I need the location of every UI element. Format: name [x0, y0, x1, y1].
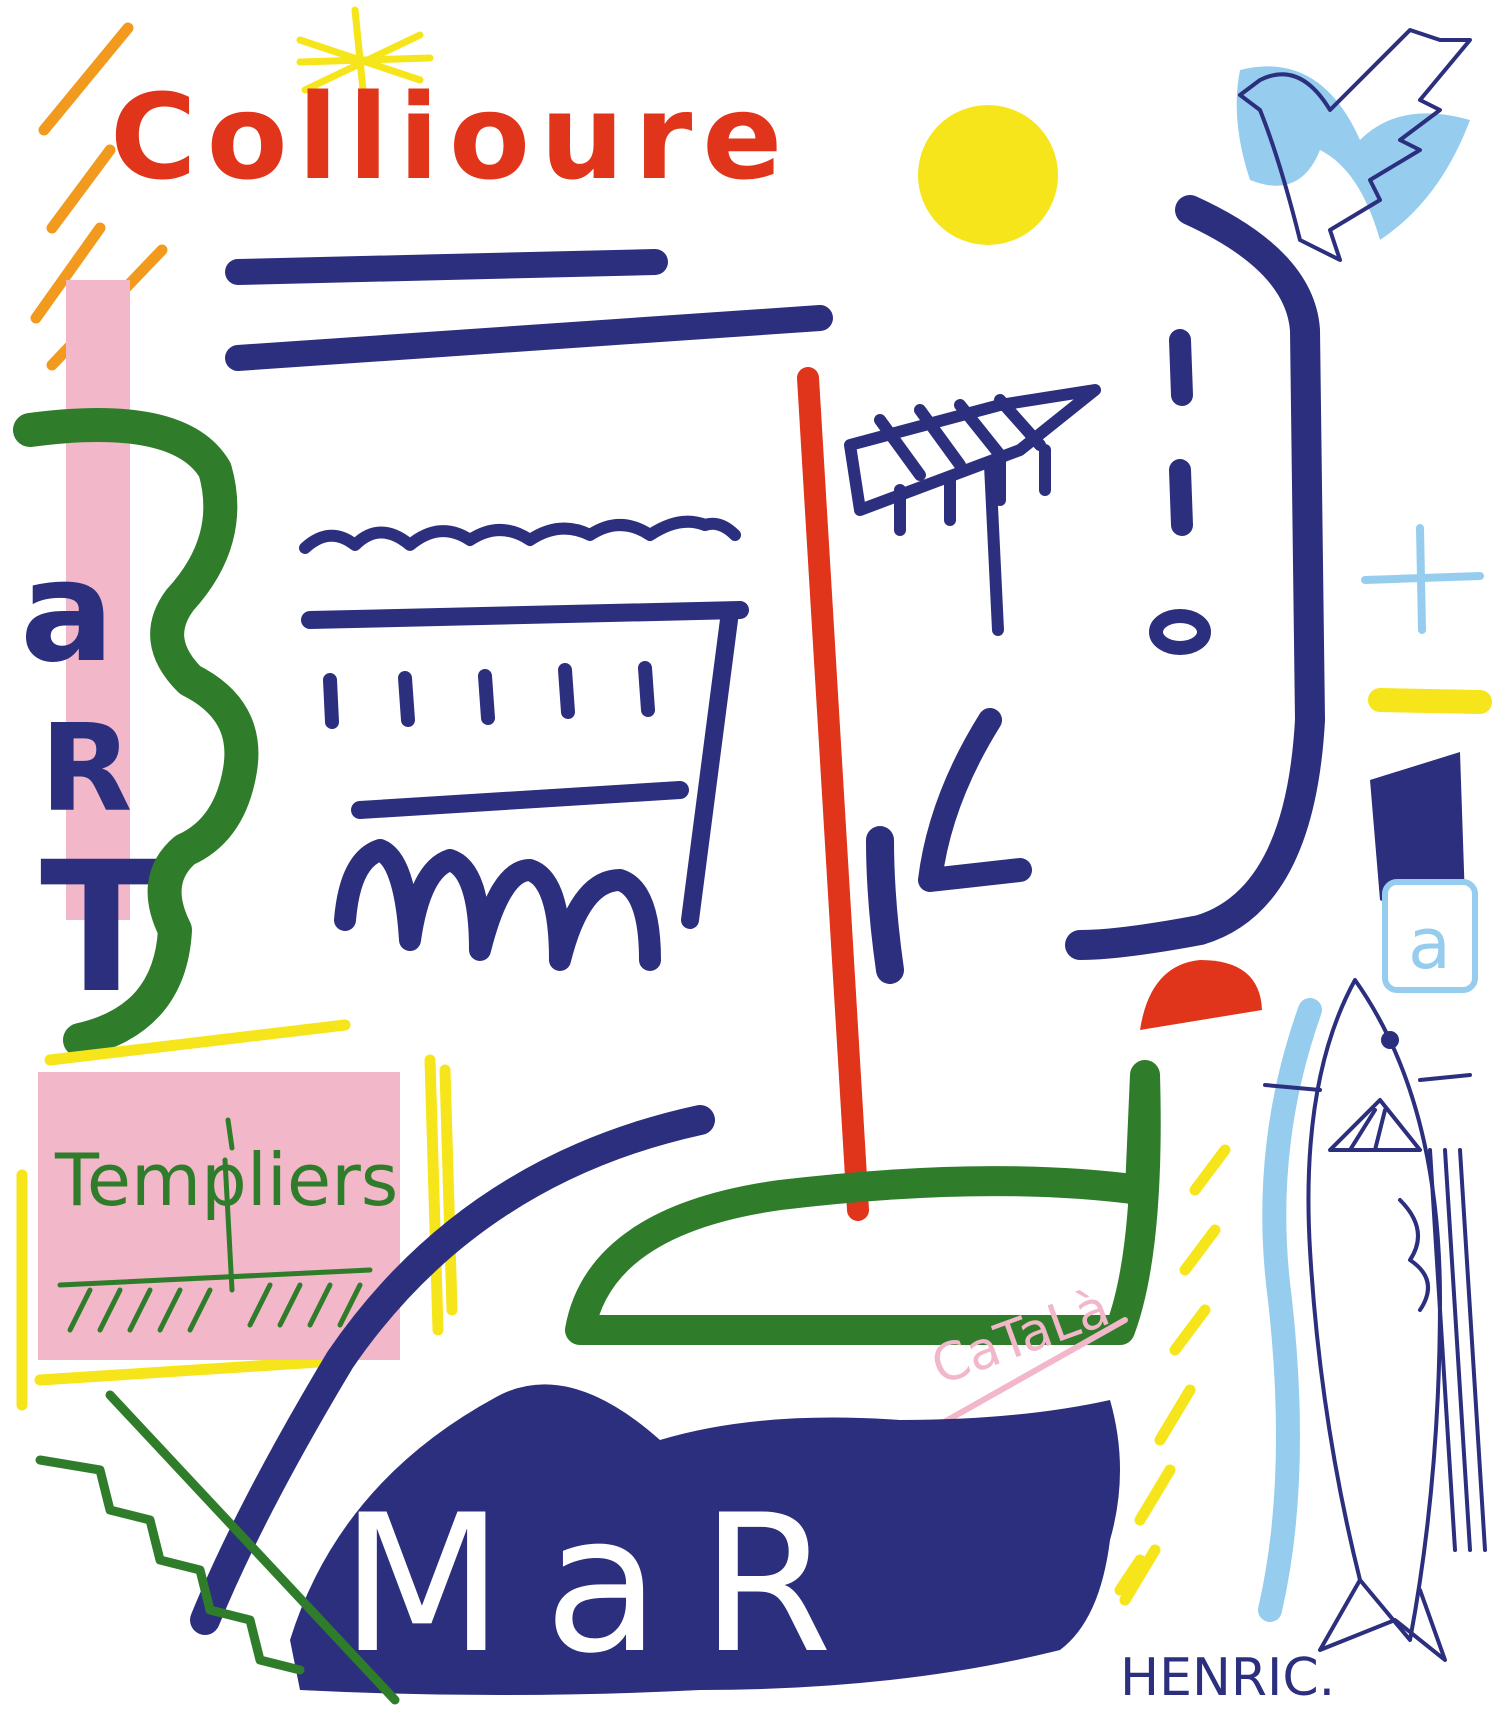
navy-face [866, 195, 1325, 984]
red-half-circle [1140, 960, 1262, 1030]
navy-block-right [1370, 752, 1465, 910]
dove-icon [1236, 28, 1472, 262]
lightblue-swoosh [1258, 998, 1322, 1622]
art-letters: a R T [20, 531, 163, 1033]
navy-building [299, 515, 749, 971]
navy-ship [844, 384, 1101, 636]
yellow-dash-right [1368, 688, 1492, 714]
templiers-card [38, 1072, 400, 1360]
navy-sea [290, 1384, 1120, 1695]
fish-icon [1263, 978, 1487, 1662]
plus-icon [1361, 524, 1484, 634]
pink-vertical-bar [66, 280, 130, 920]
catala-underline [927, 1317, 1128, 1433]
letter-tile: a [1382, 879, 1478, 993]
sun-icon [918, 105, 1058, 245]
signature: HENRIC. [1120, 1648, 1335, 1708]
templiers-hatch [57, 1117, 373, 1333]
art-letter-r: R [40, 700, 132, 839]
green-squiggle [13, 408, 259, 1057]
yellow-dashes-right [1114, 1144, 1231, 1606]
yellow-frames [16, 1019, 458, 1411]
collioure-title: Collioure [110, 68, 792, 206]
tile-letter: a [1408, 903, 1451, 985]
boat-icon [565, 1060, 1161, 1346]
mar-title: MaR [340, 1474, 872, 1695]
star-icon [296, 6, 434, 114]
green-stairs [35, 1390, 400, 1705]
art-letter-a: a [20, 531, 114, 694]
navy-top-bars [225, 249, 833, 371]
red-mast [797, 367, 869, 1221]
